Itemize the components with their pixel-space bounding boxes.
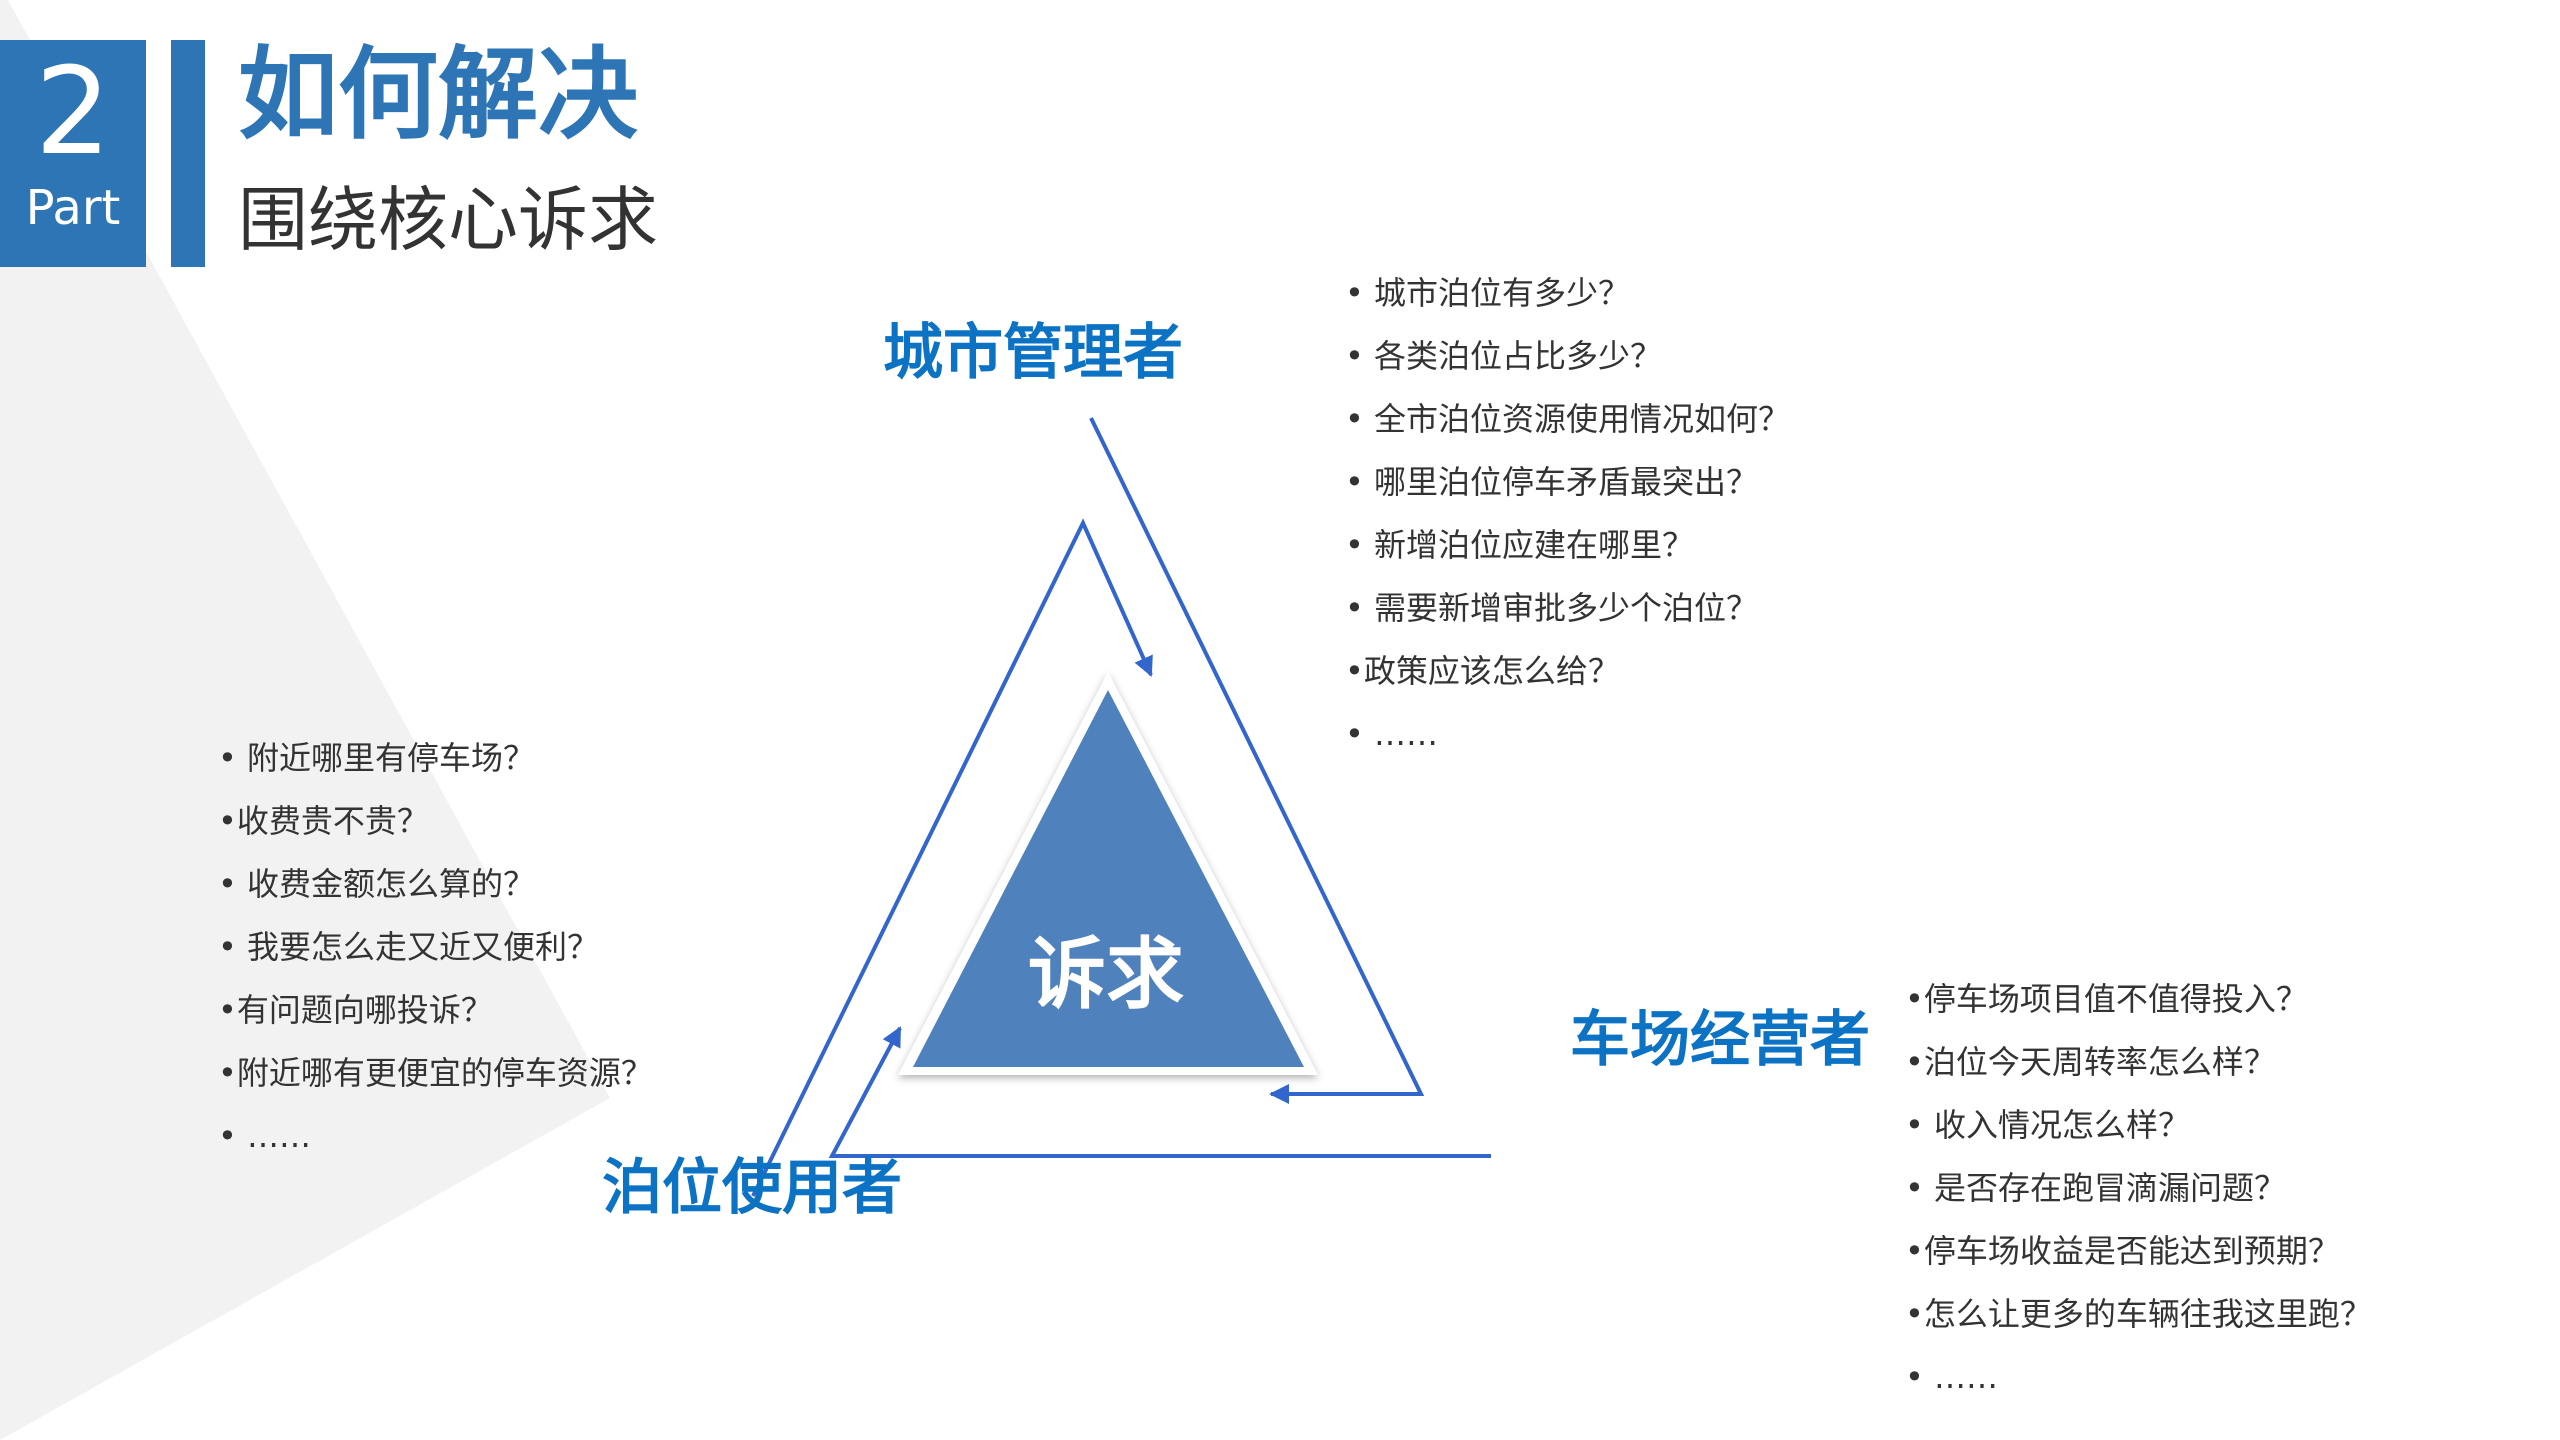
list-item: •停车场收益是否能达到预期？ [1905, 1232, 2340, 1270]
arrow-operator-to-core [1089, 417, 1425, 1104]
space-user-questions: • 附近哪里有停车场？ •收费贵不贵？ • 收费金额怎么算的？ • 我要怎么走又… [218, 727, 653, 1168]
role-space-user: 泊位使用者 [602, 1153, 902, 1223]
list-item: •政策应该怎么给？ [1345, 652, 1620, 690]
list-item: • 附近哪里有停车场？ [218, 739, 536, 777]
list-item: •收费贵不贵？ [218, 802, 429, 840]
list-item: •有问题向哪投诉？ [218, 991, 493, 1029]
part-number: 2 [34, 43, 112, 182]
role-lot-operator: 车场经营者 [1570, 1005, 1870, 1075]
arrow-city-to-core [751, 518, 1153, 1197]
list-item: •泊位今天周转率怎么样？ [1905, 1043, 2276, 1081]
list-item: • 全市泊位资源使用情况如何？ [1345, 400, 1791, 438]
list-item: • 哪里泊位停车矛盾最突出？ [1345, 463, 1759, 501]
lot-operator-questions: •停车场项目值不值得投入？ •泊位今天周转率怎么样？ • 收入情况怎么样？ • … [1905, 968, 2372, 1409]
list-item: • …… [218, 1117, 312, 1155]
title-accent-bar [171, 40, 205, 267]
list-item: • 收入情况怎么样？ [1905, 1106, 2191, 1144]
list-item: • …… [1905, 1358, 1999, 1396]
arrow-user-to-core [828, 1026, 1491, 1158]
city-manager-questions: • 城市泊位有多少？ • 各类泊位占比多少？ • 全市泊位资源使用情况如何？ •… [1345, 262, 1790, 766]
part-label: Part [25, 180, 121, 236]
list-item: •停车场项目值不值得投入？ [1905, 980, 2308, 1018]
part-badge: 2 Part [0, 40, 146, 267]
list-item: • 我要怎么走又近又便利？ [218, 928, 600, 966]
list-item: • 城市泊位有多少？ [1345, 274, 1631, 312]
list-item: • 需要新增审批多少个泊位？ [1345, 589, 1759, 627]
list-item: • 是否存在跑冒滴漏问题？ [1905, 1169, 2287, 1207]
list-item: • …… [1345, 715, 1439, 753]
list-item: • 各类泊位占比多少？ [1345, 337, 1663, 375]
core-label: 诉求 [1027, 930, 1184, 1020]
list-item: • 收费金额怎么算的？ [218, 865, 536, 903]
list-item: •附近哪有更便宜的停车资源？ [218, 1054, 653, 1092]
core-triangle [898, 672, 1318, 1075]
page-subtitle: 围绕核心诉求 [238, 179, 658, 261]
role-city-manager: 城市管理者 [883, 318, 1183, 388]
page-title: 如何解决 [238, 36, 638, 153]
list-item: • 新增泊位应建在哪里？ [1345, 526, 1695, 564]
list-item: •怎么让更多的车辆往我这里跑？ [1905, 1295, 2372, 1333]
